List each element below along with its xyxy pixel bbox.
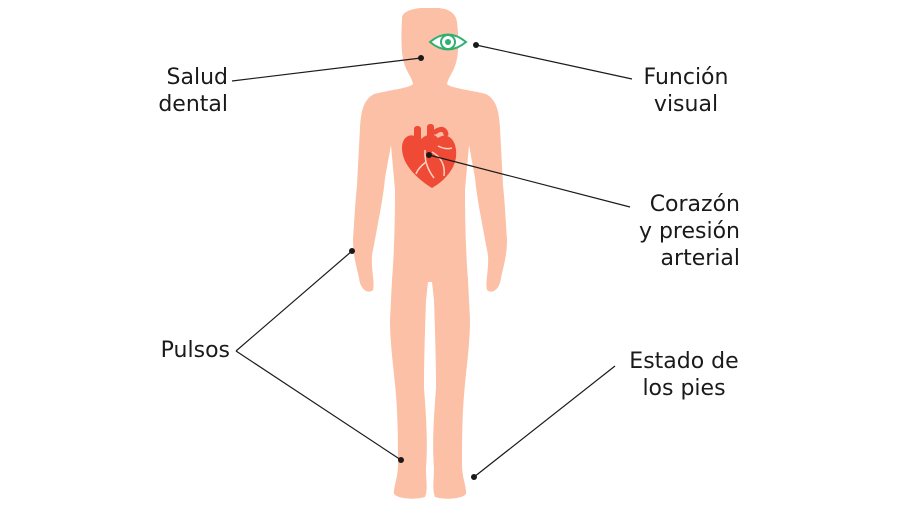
label-line: visual	[653, 92, 719, 117]
eye-icon	[428, 33, 468, 51]
human-body-silhouette	[353, 8, 507, 499]
label-funcion-visual: Función visual	[624, 64, 748, 118]
label-line: los pies	[642, 376, 726, 401]
label-pulsos: Pulsos	[130, 337, 230, 364]
anchor-dot-foot	[471, 474, 477, 480]
anchor-dot-eye	[473, 42, 479, 48]
anchor-dot-heart	[426, 152, 432, 158]
leader-line-estado-pies	[473, 365, 616, 478]
label-line: Pulsos	[160, 338, 230, 363]
leader-line-funcion-visual	[475, 44, 633, 80]
anchor-dot-ankle	[398, 457, 404, 463]
leader-line-salud-dental	[231, 57, 422, 82]
leader-line-pulsos-ankle	[235, 350, 402, 461]
label-line: Corazón	[649, 192, 740, 217]
label-line: y presión	[638, 219, 740, 244]
label-line: Función	[643, 65, 729, 90]
label-line: Salud	[166, 65, 228, 90]
label-estado-pies: Estado de los pies	[614, 348, 754, 402]
label-corazon-presion: Corazón y presión arterial	[610, 191, 740, 272]
label-line: Estado de	[629, 349, 739, 374]
leader-line-corazon	[428, 154, 631, 208]
label-salud-dental: Salud dental	[120, 64, 228, 118]
heart-icon	[402, 124, 457, 188]
anchor-dot-wrist	[349, 248, 355, 254]
anchor-dot-mouth	[418, 55, 424, 61]
label-line: arterial	[660, 246, 740, 271]
label-line: dental	[158, 92, 228, 117]
leader-line-pulsos-wrist	[235, 250, 353, 352]
